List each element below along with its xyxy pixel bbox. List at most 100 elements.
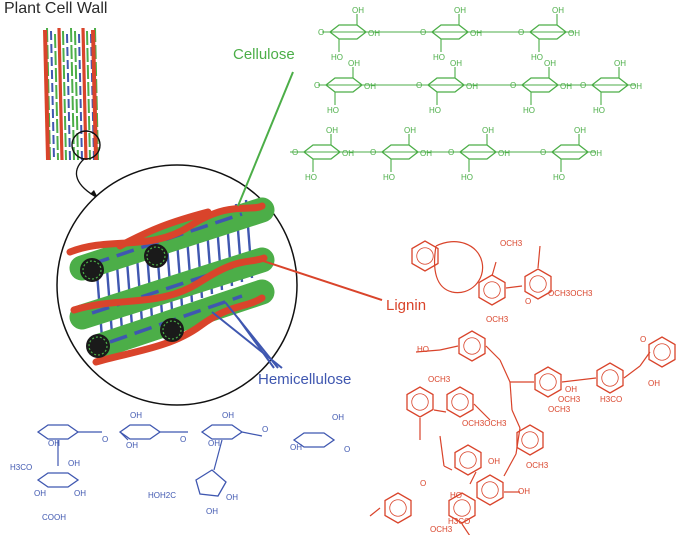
lignin-strand [70,254,268,314]
aromatic-ring [463,337,481,355]
group-label: COOH [42,513,66,522]
group-label: HO [327,106,339,115]
bond [443,465,453,471]
hemicellulose-label: Hemicellulose [258,371,352,388]
aromatic-ring [384,492,412,524]
bond [537,245,541,269]
group-label: O [180,435,186,444]
bond [369,507,381,517]
group-label: OH [488,457,500,466]
lignin-label: Lignin [386,297,427,314]
group-label: OH [482,126,494,135]
strip-fiber [86,30,91,161]
group-label: O [314,81,320,90]
group-label: OH [130,411,142,420]
aromatic-ring [411,240,439,272]
group-label: OCH3 [430,525,453,534]
group-label: OCH3 [526,461,549,470]
bond [491,261,497,277]
group-label: O [518,28,524,37]
group-label: O [525,297,531,306]
group-label: OH [206,507,218,516]
group-label: OH [74,489,86,498]
group-label: OCH3OCH3 [462,419,507,428]
group-label: OH [364,82,376,91]
aromatic-ring [416,247,434,265]
sugar-ring [36,472,80,488]
aromatic-ring [448,492,476,524]
group-label: O [580,81,586,90]
group-label: O [102,435,108,444]
aromatic-ring [478,274,506,306]
group-label: OH [290,443,302,452]
group-label: O [420,479,426,488]
group-label: OCH3 [428,375,451,384]
group-label: OH [630,82,642,91]
group-label: HO [433,53,445,62]
microfibril-network [66,197,275,366]
group-label: H3CO [448,517,470,526]
bond [509,381,513,411]
group-label: HO [593,106,605,115]
bond [561,377,597,383]
group-label: OH [614,59,626,68]
group-label: OH [222,411,234,420]
aromatic-ring [653,343,671,361]
ether-loop [433,241,484,294]
group-label: OH [450,59,462,68]
group-label: H3CO [10,463,32,472]
group-label: O [420,28,426,37]
lignin-leader [253,257,383,301]
group-label: OH [404,126,416,135]
aromatic-ring [539,373,557,391]
bond [433,409,447,413]
group-label: OH [368,29,380,38]
aromatic-ring [516,424,544,456]
group-label: OH [126,441,138,450]
microfibril-end [88,336,108,356]
bond [499,359,511,383]
strip-fiber [74,30,79,161]
group-label: OH [68,459,80,468]
group-label: O [448,148,454,157]
group-label: HO [553,173,565,182]
sugar-ring [200,424,244,440]
group-label: O [416,81,422,90]
group-label: OH [34,489,46,498]
bond [505,285,523,289]
group-label: OH [574,126,586,135]
group-label: O [318,28,324,37]
group-label: OH [332,413,344,422]
group-label: OH [342,149,354,158]
sugar-ring [36,424,80,440]
group-label: OH [568,29,580,38]
group-label: OCH3 [500,239,523,248]
group-label: HOH2C [148,491,176,500]
bond [439,435,445,467]
group-label: HO [331,53,343,62]
group-label: O [540,148,546,157]
lignin-structure: OCH3OCH3OCH3OCH3OHOOHOCH3OCH3H3COOHOOCH3… [369,239,676,535]
bond [473,403,491,421]
group-label: OH [208,439,220,448]
group-label: OCH3 [548,405,571,414]
aromatic-ring [596,362,624,394]
group-label: HO [461,173,473,182]
group-label: OCH3 [558,395,581,404]
aromatic-ring [451,393,469,411]
lignin-strand [92,294,266,366]
microfibril-end [146,246,166,266]
zoom-circle-small [71,130,101,160]
aromatic-ring [601,369,619,387]
group-label: HO [450,491,462,500]
cellulose-label: Cellulose [233,46,295,63]
sugar-ring [118,424,162,440]
cellulose-structure: OH HO OH O OH HO OH O OH HO OH O OH HO OH O OH HO OH O OH HO O… [290,6,642,182]
group-label: OH [466,82,478,91]
group-label: OH [226,493,238,502]
group-label: O [370,148,376,157]
strip-fiber [81,27,88,161]
strip-fiber [50,30,55,161]
